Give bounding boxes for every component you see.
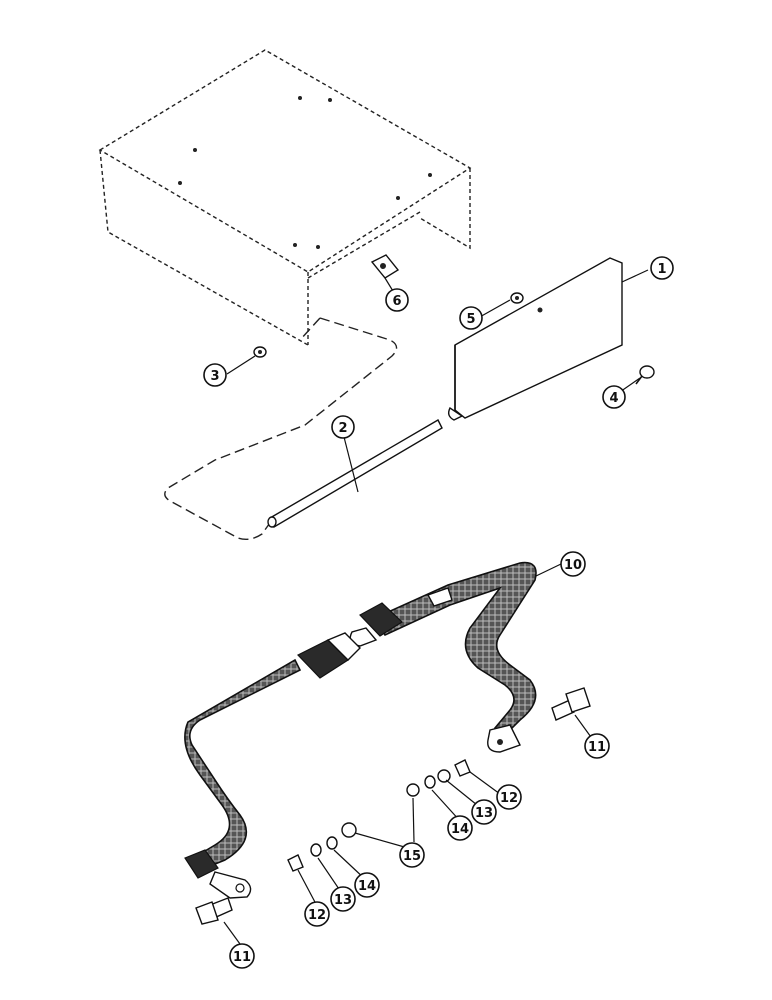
cover-phantom-outline	[164, 317, 398, 541]
callout-11-left: 11	[229, 943, 255, 969]
hardware-left-group	[287, 822, 357, 872]
svg-text:12: 12	[500, 791, 518, 806]
svg-text:2: 2	[338, 421, 347, 436]
callout-5: 5	[459, 306, 483, 330]
svg-text:15: 15	[403, 849, 421, 864]
callout-10: 10	[560, 551, 586, 577]
seat-belt	[184, 561, 537, 899]
svg-text:4: 4	[609, 391, 618, 406]
hardware-right-group	[406, 759, 471, 797]
callout-2: 2	[331, 415, 355, 439]
svg-text:13: 13	[475, 806, 493, 821]
callout-3: 3	[203, 363, 227, 387]
svg-text:14: 14	[358, 879, 376, 894]
svg-text:3: 3	[210, 369, 219, 384]
callout-11-right: 11	[584, 733, 610, 759]
callout-13-left: 13	[330, 886, 356, 912]
callout-4: 4	[602, 385, 626, 409]
hinge-rod	[267, 419, 443, 529]
callout-12-left: 12	[304, 901, 330, 927]
callout-14-left: 14	[354, 872, 380, 898]
svg-text:14: 14	[451, 822, 469, 837]
seat-box-outline	[98, 49, 472, 346]
svg-text:11: 11	[588, 740, 606, 755]
callout-6: 6	[385, 288, 409, 312]
svg-text:1: 1	[657, 262, 666, 277]
svg-text:12: 12	[308, 908, 326, 923]
nut-part	[510, 292, 524, 304]
cover-plate	[447, 257, 623, 421]
clip-part	[253, 346, 267, 358]
svg-text:6: 6	[392, 294, 401, 309]
callout-1: 1	[650, 256, 674, 280]
callout-15: 15	[399, 842, 425, 868]
callout-12-right: 12	[496, 784, 522, 810]
bolt-left	[195, 897, 233, 925]
callout-14-right: 14	[447, 815, 473, 841]
hinge-bracket	[370, 254, 400, 279]
svg-text:11: 11	[233, 950, 251, 965]
screw-part	[635, 365, 655, 385]
svg-text:10: 10	[564, 558, 582, 573]
leader-lines	[223, 269, 649, 945]
bolt-right	[551, 687, 591, 721]
svg-text:13: 13	[334, 893, 352, 908]
svg-text:5: 5	[466, 312, 475, 327]
callout-13-right: 13	[471, 799, 497, 825]
